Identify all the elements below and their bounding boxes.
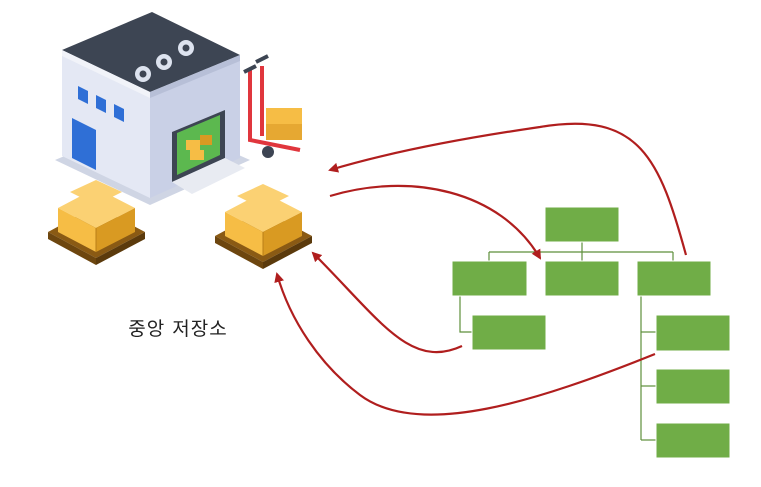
- arrow-warehouse-to-middle-node: [329, 184, 542, 260]
- arrow-right-child-to-pallet: [274, 272, 656, 416]
- flow-arrows: [274, 122, 688, 416]
- org-node-root: [544, 206, 620, 243]
- warehouse-icon: [55, 12, 250, 205]
- org-node-child-right-3: [655, 422, 731, 459]
- org-node-level1-left: [451, 260, 528, 297]
- org-node-level1-middle: [544, 260, 620, 297]
- org-node-child-right-2: [655, 368, 731, 405]
- org-node-child-left: [471, 314, 547, 351]
- org-chart-connectors: [459, 242, 674, 441]
- hand-truck-icon: [243, 54, 302, 158]
- arrow-right-node-to-warehouse: [328, 122, 688, 256]
- org-node-level1-right: [636, 260, 712, 297]
- arrow-left-child-to-pallet: [311, 251, 463, 354]
- pallet-boxes-icon: [48, 180, 145, 265]
- org-chart: [451, 206, 731, 459]
- org-node-child-right-1: [655, 314, 731, 352]
- central-storage-label: 중앙 저장소: [128, 318, 228, 340]
- roof-fan-icon: [135, 40, 194, 82]
- pallet-boxes-icon: [215, 184, 312, 269]
